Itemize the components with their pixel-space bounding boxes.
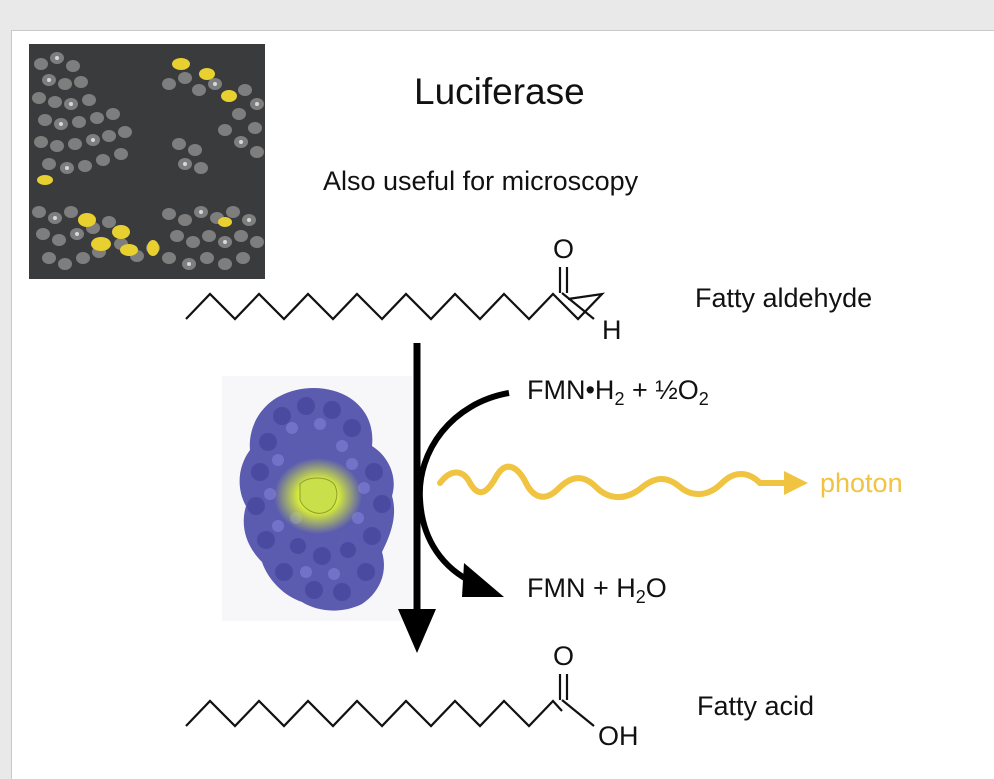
- cofactor-output-sub: 2: [635, 587, 646, 607]
- fatty-aldehyde-structure: [185, 292, 606, 321]
- fatty-aldehyde-label: Fatty aldehyde: [695, 283, 873, 313]
- cofactor-output-label: FMN + H2O: [527, 573, 667, 607]
- photon-wave: [437, 463, 791, 500]
- cofactor-output-main: FMN + H: [527, 573, 636, 603]
- luciferase-protein-structure: [222, 376, 412, 621]
- cofactor-input-sub2: 2: [698, 389, 709, 409]
- aldehyde-oxygen-label: O: [553, 234, 575, 264]
- subtitle: Also useful for microscopy: [323, 166, 639, 196]
- cofactor-input-main: FMN•H: [527, 375, 615, 405]
- photon-label: photon: [820, 468, 903, 498]
- fatty-acid-label: Fatty acid: [697, 691, 815, 721]
- page-title: Luciferase: [414, 71, 585, 112]
- acid-hydroxyl-label: OH: [598, 721, 639, 751]
- cofactor-output-end: O: [645, 573, 667, 603]
- cofactor-input-label: FMN•H2 + ½O2: [527, 375, 709, 409]
- reaction-diagram: [185, 267, 808, 728]
- cofactor-curved-arrow: [416, 390, 510, 586]
- aldehyde-hydrogen-label: H: [602, 315, 622, 345]
- cofactor-input-mid: + ½O: [624, 375, 699, 405]
- slide: Luciferase Also useful for microscopy O …: [11, 30, 994, 779]
- acid-oxygen-label: O: [553, 641, 575, 671]
- cofactor-input-sub1: 2: [614, 389, 625, 409]
- fatty-acid-structure: [185, 699, 563, 728]
- microscopy-image: [29, 44, 265, 279]
